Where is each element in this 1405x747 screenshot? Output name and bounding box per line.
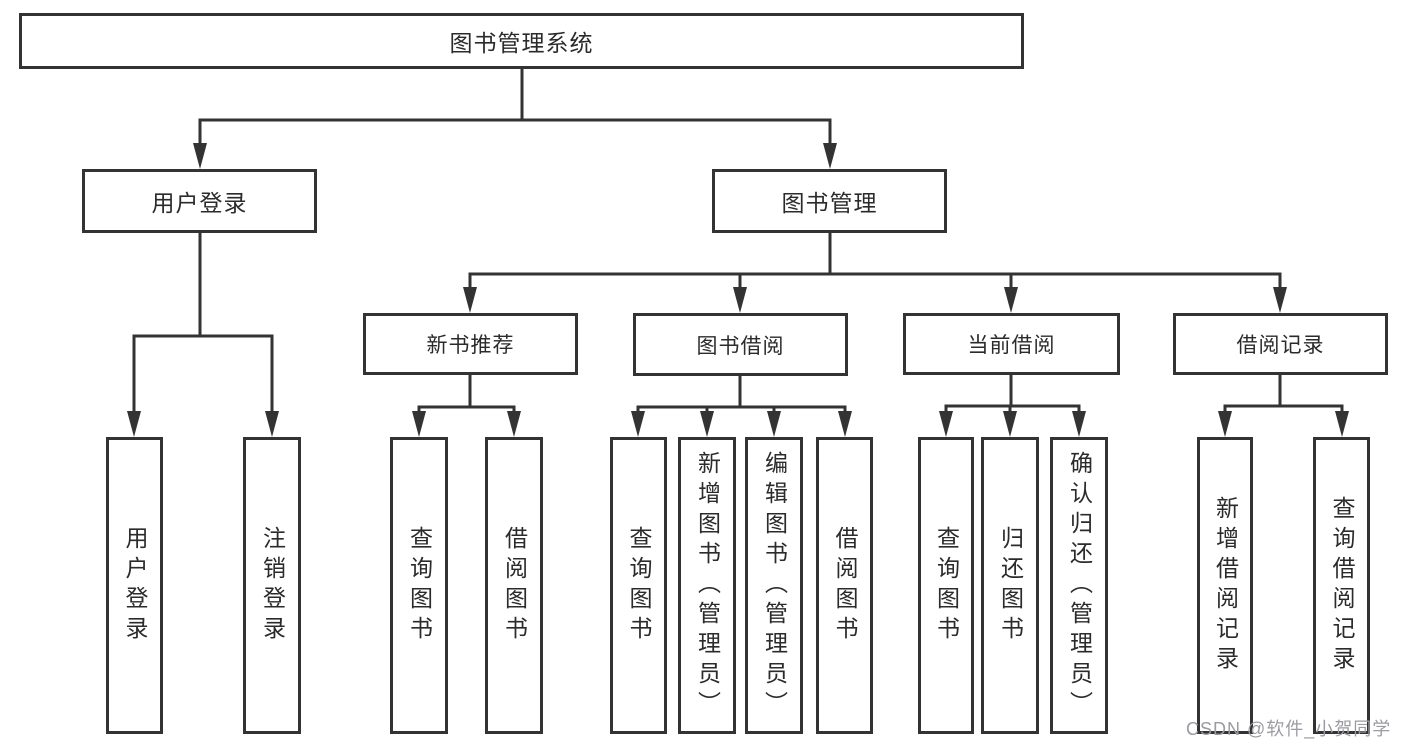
node-book-borrow: 图书借阅	[633, 313, 848, 376]
leaf-bb-query-books: 查询图书	[610, 437, 667, 734]
node-book-management: 图书管理	[712, 169, 947, 233]
leaf-bb-edit-books-admin: 编辑图书（管理员）	[745, 437, 803, 734]
leaf-cb-query-books: 查询图书	[918, 437, 974, 734]
leaf-logout: 注销登录	[243, 437, 301, 734]
node-new-book-recommend: 新书推荐	[363, 313, 578, 375]
leaf-cb-return-books: 归还图书	[981, 437, 1039, 734]
node-current-borrow: 当前借阅	[903, 313, 1120, 375]
arrowheads	[127, 143, 1349, 437]
leaf-cb-confirm-return-admin: 确认归还（管理员）	[1050, 437, 1108, 734]
node-user-login: 用户登录	[82, 169, 317, 233]
node-root: 图书管理系统	[19, 13, 1024, 69]
leaf-bb-add-books-admin: 新增图书（管理员）	[678, 437, 736, 734]
csdn-watermark: CSDN @软件_小贺同学	[1186, 719, 1392, 739]
leaf-user-login: 用户登录	[106, 437, 163, 734]
leaf-br-add-record: 新增借阅记录	[1197, 437, 1253, 734]
node-borrow-records: 借阅记录	[1173, 313, 1388, 375]
leaf-bb-borrow-books: 借阅图书	[816, 437, 873, 734]
leaf-nbr-query-books: 查询图书	[390, 437, 448, 734]
leaf-nbr-borrow-books: 借阅图书	[485, 437, 543, 734]
leaf-br-query-record: 查询借阅记录	[1313, 437, 1370, 734]
